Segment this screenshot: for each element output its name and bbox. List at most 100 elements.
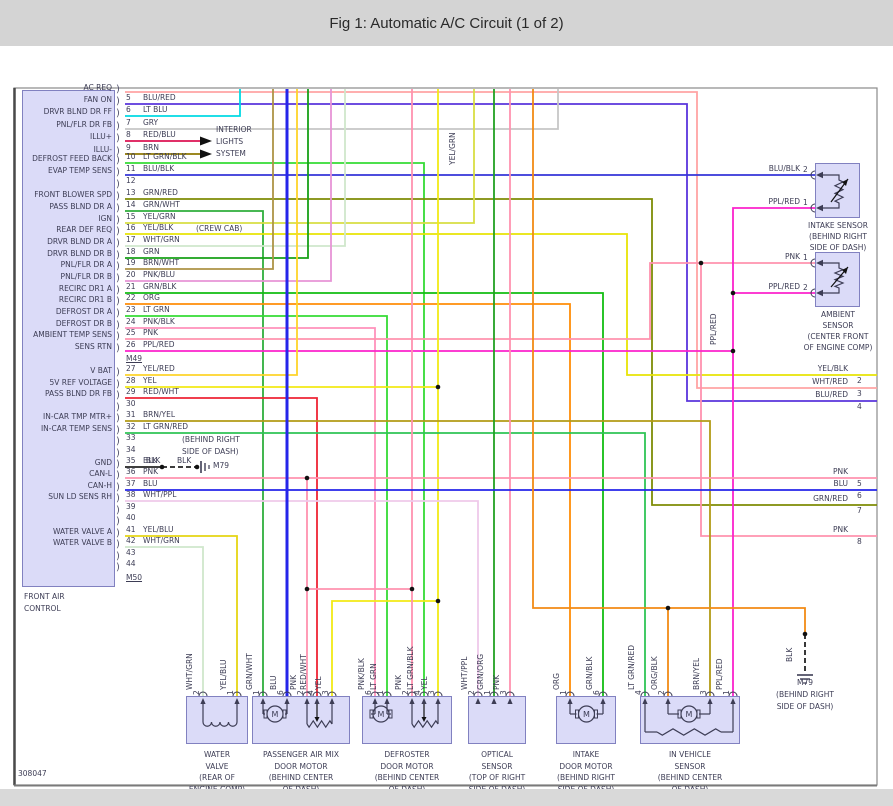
wire-color-label: PNK [143, 328, 159, 337]
motor-icon [266, 705, 284, 723]
pin-entry-arrow-icon [707, 698, 713, 704]
component-caption: (BEHIND CENTER [657, 773, 723, 782]
pin-entry-arc [565, 691, 575, 697]
pin-entry-arrow-icon [600, 698, 606, 704]
exit-pin-number: 6 [857, 491, 862, 500]
connector-pin-label: FRONT BLOWER SPD [34, 190, 112, 199]
pin-entry-arc [382, 691, 392, 697]
junction-dot [304, 475, 310, 481]
pin-bracket: ) [116, 367, 120, 378]
wire-blu-red [125, 103, 877, 402]
pin-entry-arrow-icon [816, 259, 823, 267]
interior-lights-note: LIGHTS [216, 137, 244, 146]
pin-number: 13 [126, 188, 136, 197]
exit-wire-color: YEL/BLK [817, 364, 848, 373]
pin-bracket: ) [116, 296, 120, 307]
pin-bracket: ) [116, 84, 120, 95]
pin-entry-arrow-icon [730, 698, 736, 704]
pin-bracket: ) [116, 436, 120, 447]
exit-wire-color: PNK [832, 525, 848, 534]
junction-dot [194, 464, 200, 470]
wire-color-label: LT GRN/RED [143, 422, 188, 431]
rotated-wire-color-label: PPL/RED [709, 313, 718, 345]
connector-id-m49: M49 [126, 354, 143, 363]
wire-color-label: YEL/BLK [143, 223, 174, 232]
wire-color-label: YEL/GRN [143, 212, 176, 221]
wire-color-label: RED/BLU [143, 130, 176, 139]
pin-entry-arc [473, 691, 483, 697]
thermistor-icon [823, 262, 845, 294]
wire-color-label: GRN [143, 247, 160, 256]
wire-color-label: WHT/GRN [143, 235, 180, 244]
pin-entry-arc [232, 691, 242, 697]
connector-pin-label: ILLU- [93, 145, 112, 154]
pin-entry-arrow-icon [816, 289, 823, 297]
pin-bracket: ) [116, 539, 120, 550]
component-pin-number: 2 [192, 690, 201, 695]
component-pin-number: 1 [559, 690, 568, 695]
component-pin-number: 3 [427, 690, 436, 695]
connector-pin-label: DEFROST DR B [55, 319, 112, 328]
page-title: Fig 1: Automatic A/C Circuit (1 of 2) [329, 14, 564, 32]
wire-grn [125, 89, 309, 259]
pin-entry-arrow-icon [816, 171, 823, 179]
wire-color-label: LT BLU [143, 105, 168, 114]
connector-pin-label: CAN-L [89, 469, 112, 478]
pin-bracket: ) [116, 448, 120, 459]
connector-pin-label: DRVR BLND DR B [47, 249, 112, 258]
wire-pnk-blk [125, 327, 376, 696]
wire-pnk-exit8 [700, 263, 877, 537]
pin-bracket: ) [116, 343, 120, 354]
resistor-icon [656, 728, 722, 736]
component-pin-number: 4 [634, 690, 643, 695]
component-caption: DOOR MOTOR [559, 761, 613, 771]
gnd-location-note: SIDE OF DASH) [182, 447, 239, 456]
pin-entry-arrow-icon [384, 698, 390, 704]
rotated-wire-color-label: BLK [785, 647, 794, 662]
component-caption: OPTICAL [481, 750, 513, 759]
exit-wire-color: WHT/RED [812, 377, 848, 386]
sensor-pin-number: 2 [803, 165, 808, 174]
sensor-pin-number: 1 [803, 253, 808, 262]
pin-bracket: ) [116, 562, 120, 573]
interior-lights-note: SYSTEM [216, 149, 246, 158]
junction-dot [730, 348, 736, 354]
pin-bracket: ) [116, 167, 120, 178]
rotated-wire-color-label: YEL/BLU [219, 659, 228, 690]
exit-pin-number: 7 [857, 506, 862, 515]
ground-id: M79 [213, 461, 230, 470]
pin-number: 20 [126, 270, 136, 279]
component-caption: IN VEHICLE [668, 750, 712, 759]
wire-color-label: ORG [143, 293, 160, 302]
pin-number: 5 [126, 93, 131, 102]
sensor-caption: OF ENGINE COMP) [803, 343, 873, 352]
pin-number: 27 [126, 364, 136, 373]
wire-color-label: BLU/BLK [143, 164, 175, 173]
pin-entry-arc [327, 691, 337, 697]
pin-entry-arc [663, 691, 673, 697]
exit-pin-number: 8 [857, 537, 862, 546]
connector-pin-label: RECIRC DR1 B [58, 295, 112, 304]
pin-entry-arrow-icon [435, 698, 441, 704]
connector-pin-label: DEFROST FEED BACK [32, 154, 112, 163]
motor-icon [372, 705, 390, 723]
rotated-wire-color-label: ORG/BLK [650, 656, 659, 690]
pin-number: 29 [126, 387, 136, 396]
connector-pin-label: IN-CAR TEMP SENS [40, 424, 112, 433]
pin-number: 7 [126, 118, 131, 127]
pin-number: 6 [126, 105, 131, 114]
rotated-wire-color-label: PNK/BLK [357, 658, 366, 690]
pin-bracket: ) [116, 459, 120, 470]
wire-lt-grn-blk [125, 162, 425, 696]
wire-color-label: WHT/PPL [143, 490, 177, 499]
pin-number: 25 [126, 328, 136, 337]
wire-color-label: PNK/BLU [143, 270, 176, 279]
junction-dot [409, 586, 415, 592]
pin-entry-arc [419, 691, 429, 697]
pin-entry-arc [505, 691, 515, 697]
pin-entry-arc [407, 691, 417, 697]
junction-dot [802, 631, 808, 637]
crew-cab-note: (CREW CAB) [196, 224, 243, 233]
pin-number: 8 [126, 130, 131, 139]
